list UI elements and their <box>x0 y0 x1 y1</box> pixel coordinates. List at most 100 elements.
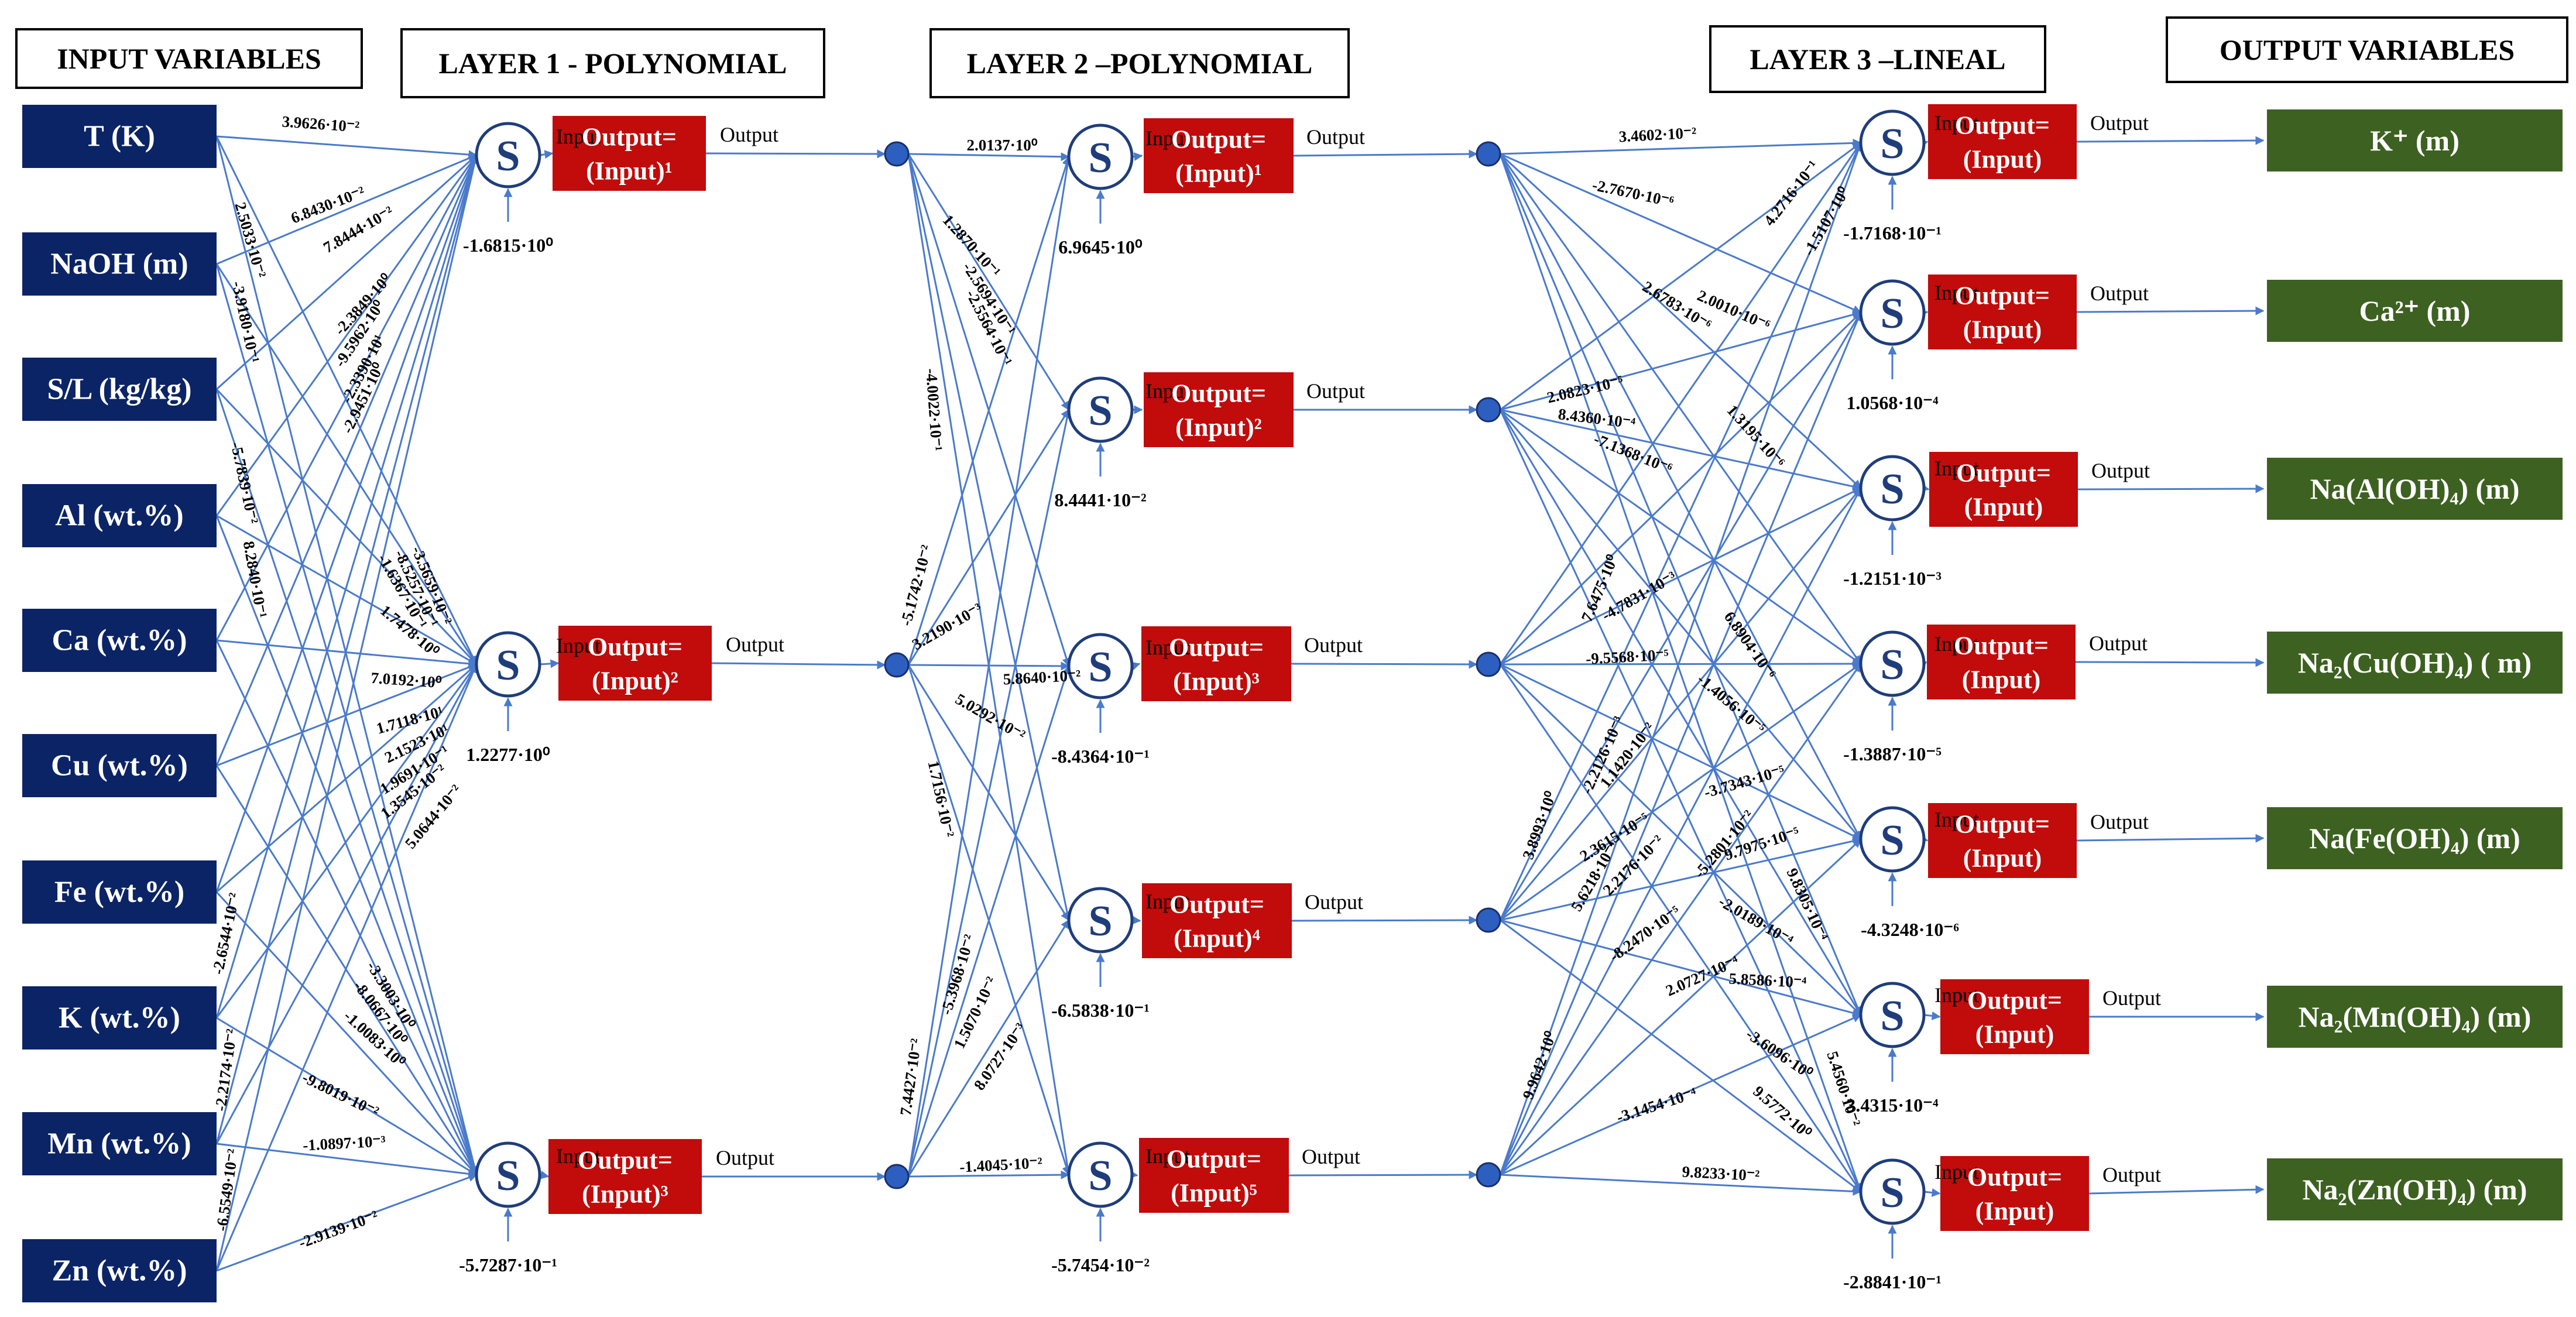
connection-line <box>215 154 479 1144</box>
input-variable-label: K (wt.%) <box>59 1002 180 1035</box>
input-variable-box <box>22 232 217 296</box>
bias-value: -1.2151·10⁻³ <box>1843 568 1942 589</box>
layer3-activation-box <box>1940 1156 2089 1231</box>
layer3-neuron <box>1859 806 1926 873</box>
connection-line <box>705 149 886 159</box>
bias-value: 3.4315·10⁻⁴ <box>1846 1095 1939 1116</box>
edge-weight-label: -8.2470·10⁻⁵ <box>1606 902 1683 965</box>
output-variable-box <box>2267 280 2563 342</box>
activation-label: Output= <box>1171 379 1266 408</box>
connection-line <box>216 1173 478 1272</box>
layer3-neuron <box>1859 279 1926 346</box>
activation-label: Output= <box>1169 633 1264 662</box>
input-variable-box <box>22 105 217 168</box>
connection-line <box>1500 409 1862 491</box>
layer2-neuron <box>1067 633 1134 699</box>
input-variable-label: Cu (wt.%) <box>51 749 188 783</box>
edge-weight-label: 3.8993·10⁰ <box>1519 789 1560 862</box>
output-variable-label: Na₂(Mn(OH)₄) (m) <box>2299 1000 2532 1033</box>
output-label: Output <box>720 123 778 146</box>
activation-label: Output= <box>1954 632 2049 660</box>
layer3-activation-box <box>1928 104 2077 179</box>
connection-line <box>2076 834 2265 843</box>
output-variable-box <box>2267 458 2563 520</box>
connection-line <box>1291 915 1478 925</box>
neuron-symbol: S <box>1880 290 1904 338</box>
output-label: Output <box>1302 1145 1360 1168</box>
output-label: Output <box>726 633 784 656</box>
bias-value: -1.6815·10⁰ <box>463 235 553 256</box>
edge-weight-label: 7.0192·10⁰ <box>371 669 443 691</box>
input-label: Input <box>1145 636 1190 659</box>
connection-line <box>215 640 478 1176</box>
edge-weight-label: 5.8586·10⁻⁴ <box>1728 970 1807 992</box>
layer3-neuron <box>1859 982 1926 1048</box>
connection-line <box>1499 487 1862 921</box>
connection-line <box>1499 153 1862 841</box>
edge-weight-label: 9.9642·10⁰ <box>1519 1029 1560 1102</box>
input-variable-box <box>22 986 217 1050</box>
connection-line <box>216 663 478 893</box>
output-variable-label: Na(Al(OH)₄) (m) <box>2310 472 2520 505</box>
edge-weight-label: 2.5033·10⁻² <box>231 200 269 280</box>
activation-label: Output= <box>582 123 677 152</box>
activation-function: (Input) <box>1963 315 2042 344</box>
connection-line <box>1500 1014 1862 1176</box>
connection-line <box>907 919 1070 1177</box>
layer2-activation-box <box>1141 626 1291 701</box>
connection-line <box>1499 409 1862 1016</box>
input-variable-box <box>22 860 217 924</box>
neuron-symbol: S <box>1880 120 1904 168</box>
bias-value: -5.7454·10⁻² <box>1051 1254 1150 1275</box>
neuron-symbol: S <box>496 132 520 180</box>
edge-weight-label: -1.4045·10⁻² <box>959 1154 1043 1175</box>
layer2-neuron <box>1067 887 1134 954</box>
connection-line <box>1499 153 1862 1016</box>
edge-weight-label: 9.8233·10⁻² <box>1682 1163 1760 1185</box>
bias-value: 6.9645·10⁰ <box>1058 236 1143 258</box>
activation-function: (Input)⁵ <box>1171 1179 1257 1208</box>
neuron-symbol: S <box>1088 387 1112 435</box>
edge-weight-label: 3.9626·10⁻² <box>282 112 360 135</box>
output-variable-label: Na₂(Cu(OH)₄) ( m) <box>2298 646 2532 679</box>
connection-line <box>215 154 479 1018</box>
connection-line <box>216 154 478 265</box>
output-variable-box <box>2267 807 2563 869</box>
neuron-symbol: S <box>1088 643 1112 691</box>
output-variable-label: K⁺ (m) <box>2370 124 2460 157</box>
input-variable-label: Fe (wt.%) <box>54 876 184 909</box>
input-variable-label: NaOH (m) <box>50 248 188 281</box>
layer1-neuron <box>475 122 541 188</box>
connection-line <box>539 659 560 668</box>
bias-value: -8.4364·10⁻¹ <box>1051 746 1150 767</box>
layer1-activation-box <box>548 1139 702 1214</box>
input-label: Input <box>1145 379 1190 403</box>
activation-label: Output= <box>1171 125 1266 154</box>
neuron-symbol: S <box>1880 992 1904 1040</box>
connection-line <box>1499 311 1862 666</box>
output-label: Output <box>1306 125 1365 149</box>
edge-weight-label: -5.7839·10⁻² <box>228 441 262 526</box>
input-variable-label: S/L (kg/kg) <box>47 373 191 406</box>
activation-label: Output= <box>1169 890 1264 919</box>
edge-weight-label: -6.5549·10⁻² <box>212 1148 241 1232</box>
output-variable-box <box>2267 986 2563 1048</box>
junction-dot <box>1476 141 1501 167</box>
edge-weight-label: -1.0897·10⁻³ <box>303 1132 386 1154</box>
layer1-activation-box <box>558 626 712 701</box>
connection-line <box>907 156 1072 1177</box>
edge-weight-label: 1.7156·10⁻² <box>925 759 958 839</box>
bias-value: -1.7168·10⁻¹ <box>1843 222 1942 243</box>
input-variable-box <box>22 358 217 421</box>
junction-dot <box>1476 907 1501 933</box>
edge-weight-label: 5.0292·10⁻² <box>952 690 1028 744</box>
output-label: Output <box>1304 633 1363 657</box>
connection-line <box>907 665 1071 1177</box>
output-label: Output <box>2102 986 2161 1010</box>
output-label: Output <box>716 1146 774 1169</box>
activation-label: Output= <box>1967 1163 2062 1192</box>
input-label: Input <box>1934 457 1979 480</box>
input-label: Input <box>556 1144 601 1168</box>
bias-value: 8.4441·10⁻² <box>1054 489 1146 510</box>
